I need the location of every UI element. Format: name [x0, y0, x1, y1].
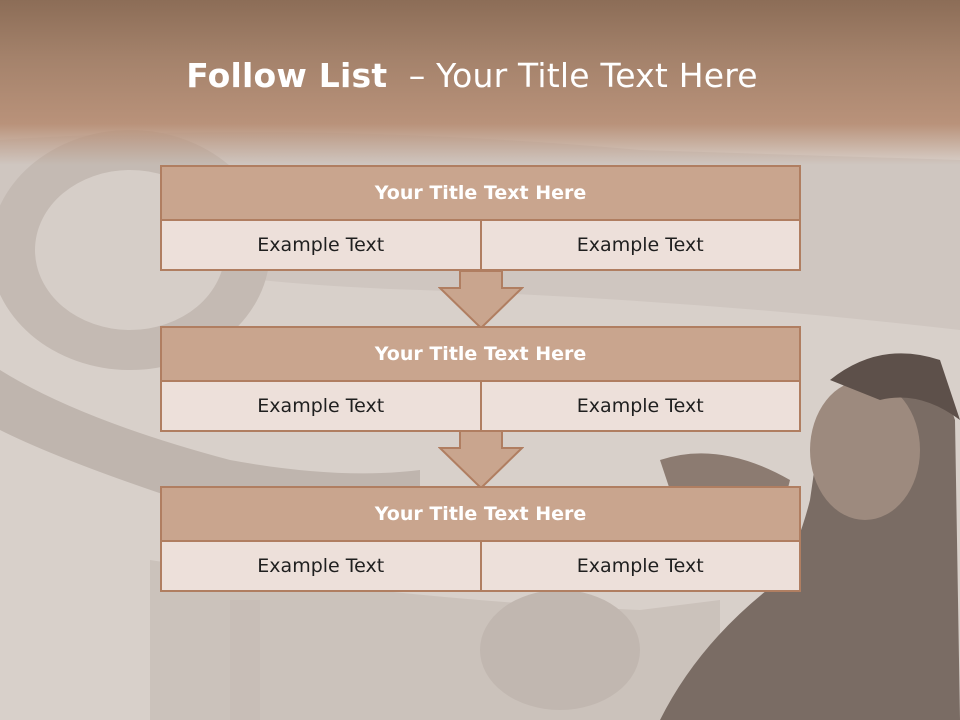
step-2-right-text: Example Text [481, 382, 801, 432]
step-title-2: Your Title Text Here [160, 326, 801, 382]
header-band [0, 0, 960, 165]
step-2-left-text: Example Text [160, 382, 482, 432]
step-box-3: Your Title Text Here Example Text Exampl… [160, 486, 801, 592]
slide-title-rest: – Your Title Text Here [408, 56, 758, 95]
down-arrow-1 [438, 270, 524, 330]
step-1-left-text: Example Text [160, 221, 482, 271]
step-title-1: Your Title Text Here [160, 165, 801, 221]
slide-title: Follow List – Your Title Text Here [0, 56, 944, 95]
step-3-right-text: Example Text [481, 542, 801, 592]
step-box-2: Your Title Text Here Example Text Exampl… [160, 326, 801, 432]
step-row-1: Example Text Example Text [160, 221, 801, 271]
step-row-2: Example Text Example Text [160, 382, 801, 432]
step-title-3: Your Title Text Here [160, 486, 801, 542]
down-arrow-2 [438, 430, 524, 490]
step-1-right-text: Example Text [481, 221, 801, 271]
step-row-3: Example Text Example Text [160, 542, 801, 592]
slide-title-bold: Follow List [186, 56, 388, 95]
step-3-left-text: Example Text [160, 542, 482, 592]
step-box-1: Your Title Text Here Example Text Exampl… [160, 165, 801, 271]
